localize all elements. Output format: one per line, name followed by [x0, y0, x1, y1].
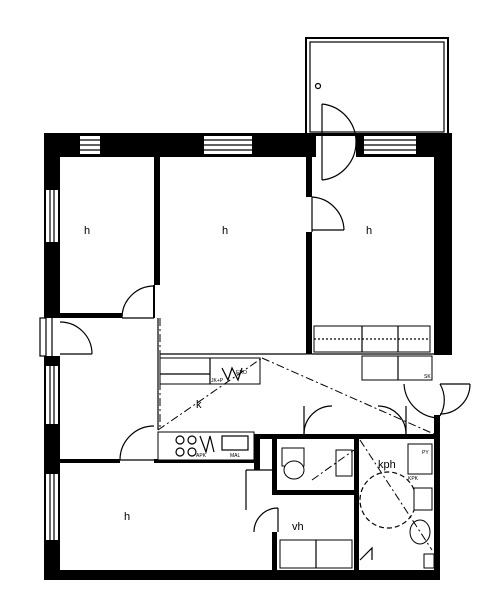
bath-sink-icon [413, 487, 433, 511]
balcony-drain-icon [314, 82, 322, 90]
hall-door-arc [59, 321, 93, 355]
room-label-bathroom: kph [378, 459, 396, 471]
kitchen-fixtures: JK+P ERO APK MAL [157, 357, 261, 461]
washing-machine-label: KPK [408, 476, 419, 482]
utility-door-arc [253, 507, 279, 533]
fridge-label: JK+P [211, 378, 224, 384]
room-label-east: h [366, 225, 372, 237]
balcony [305, 37, 449, 135]
room-label-west: h [84, 225, 90, 237]
kitchen-sink-icon [221, 435, 249, 451]
room-labels: h h h k h vh kph [84, 225, 396, 533]
room-label-south: h [124, 511, 130, 523]
dishwasher-label: APK [196, 453, 207, 459]
dryer-label: PY [422, 450, 429, 456]
stove-burner-icon [187, 447, 197, 457]
stove-burner-icon [175, 435, 185, 445]
stove-burner-icon [187, 435, 197, 445]
washer-label: MAL [230, 453, 241, 459]
room-label-middle: h [222, 225, 228, 237]
kitchen-counter-bottom [157, 431, 255, 461]
room-label-kitchen: k [196, 399, 202, 411]
wc-sink-icon [335, 449, 353, 477]
closet-label: SK [424, 374, 431, 380]
wc-door-arc [303, 405, 333, 435]
bathroom-fixtures: PY KPK [281, 443, 435, 569]
bath-toilet-icon [409, 519, 431, 545]
hatch-lines [157, 318, 435, 551]
doors [59, 103, 471, 533]
room-label-utility: vh [292, 521, 304, 533]
interior-walls [60, 157, 434, 570]
stove-burner-icon [175, 447, 185, 457]
oven-label: ERO [236, 370, 247, 376]
windows [39, 136, 452, 540]
bath-door-arc [377, 405, 407, 435]
toilet-icon [283, 460, 305, 480]
dryer-unit [407, 443, 433, 475]
wardrobes: SK [279, 325, 433, 569]
